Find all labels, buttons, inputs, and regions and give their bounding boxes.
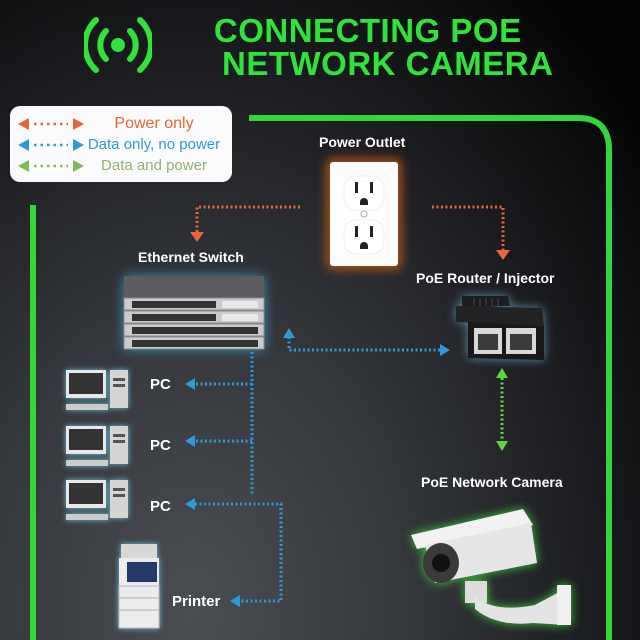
power-connector-right: [432, 205, 510, 260]
rj45-coupler-icon: [452, 292, 548, 369]
title-line-2: NETWORK CAMERA: [222, 45, 554, 82]
pc-label: PC: [150, 376, 171, 393]
pc-label: PC: [150, 498, 171, 515]
security-camera-icon: [405, 505, 585, 640]
poe-injector-label: PoE Router / Injector: [416, 270, 555, 286]
legend-item-data: Data only, no power: [18, 134, 224, 155]
broadcast-icon: [82, 14, 154, 81]
legend: Power only Data only, no power Data and …: [10, 106, 232, 182]
ethernet-switch-label: Ethernet Switch: [138, 249, 244, 265]
title-line-1: CONNECTING POE: [213, 12, 522, 49]
bidirectional-dotted-arrow-icon: [18, 117, 84, 130]
printer-label: Printer: [172, 593, 221, 610]
legend-item-data-power: Data and power: [18, 155, 224, 176]
power-outlet-icon: [330, 162, 398, 266]
legend-item-power: Power only: [18, 113, 224, 134]
desktop-computer-icon: [64, 478, 130, 533]
printer-icon: [115, 540, 165, 639]
legend-label: Data and power: [101, 157, 207, 174]
camera-label: PoE Network Camera: [421, 474, 563, 490]
legend-label: Power only: [114, 114, 194, 132]
bidirectional-dotted-arrow-icon: [18, 138, 84, 151]
desktop-computer-icon: [64, 368, 130, 423]
desktop-computer-icon: [64, 424, 130, 479]
pc-label: PC: [150, 437, 171, 454]
bidirectional-dotted-arrow-icon: [18, 159, 84, 172]
data-power-connector-injector-camera: [496, 368, 508, 451]
data-connector-pc3-printer: [185, 498, 283, 607]
data-connector-switch-pcs: [185, 352, 254, 496]
power-outlet-label: Power Outlet: [319, 134, 406, 150]
network-switch-icon: [120, 270, 268, 355]
legend-label: Data only, no power: [87, 136, 221, 153]
page-title: CONNECTING POE NETWORK CAMERA: [182, 14, 553, 80]
data-connector-switch-injector: [283, 328, 450, 356]
frame-line-right: [249, 115, 612, 640]
power-connector-left: [190, 205, 300, 242]
